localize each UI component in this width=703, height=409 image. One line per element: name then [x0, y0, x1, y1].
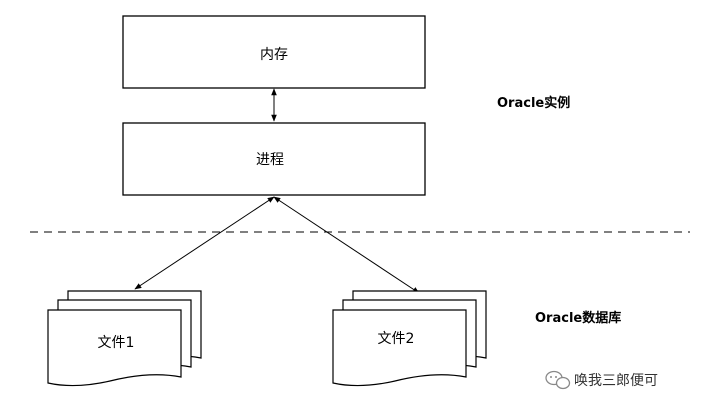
file-stack-1: 文件1: [47, 290, 202, 387]
memory-box: 内存: [122, 15, 426, 89]
file-2-icon: [332, 309, 467, 387]
file-2-label: 文件2: [378, 331, 415, 347]
process-file1-arrow: [134, 196, 275, 290]
file-1-label: 文件1: [98, 335, 135, 351]
oracle-instance-label: Oracle实例: [497, 95, 570, 111]
memory-label: 内存: [260, 47, 288, 63]
wechat-icon: [545, 370, 571, 390]
process-label: 进程: [256, 152, 284, 168]
process-file2-arrow: [273, 196, 420, 294]
watermark: 唤我三郎便可: [545, 370, 658, 390]
oracle-database-label: Oracle数据库: [535, 310, 621, 326]
process-box: 进程: [122, 122, 426, 196]
watermark-text: 唤我三郎便可: [574, 372, 658, 389]
file-1-icon: [47, 309, 182, 387]
file-stack-2: 文件2: [332, 290, 487, 387]
